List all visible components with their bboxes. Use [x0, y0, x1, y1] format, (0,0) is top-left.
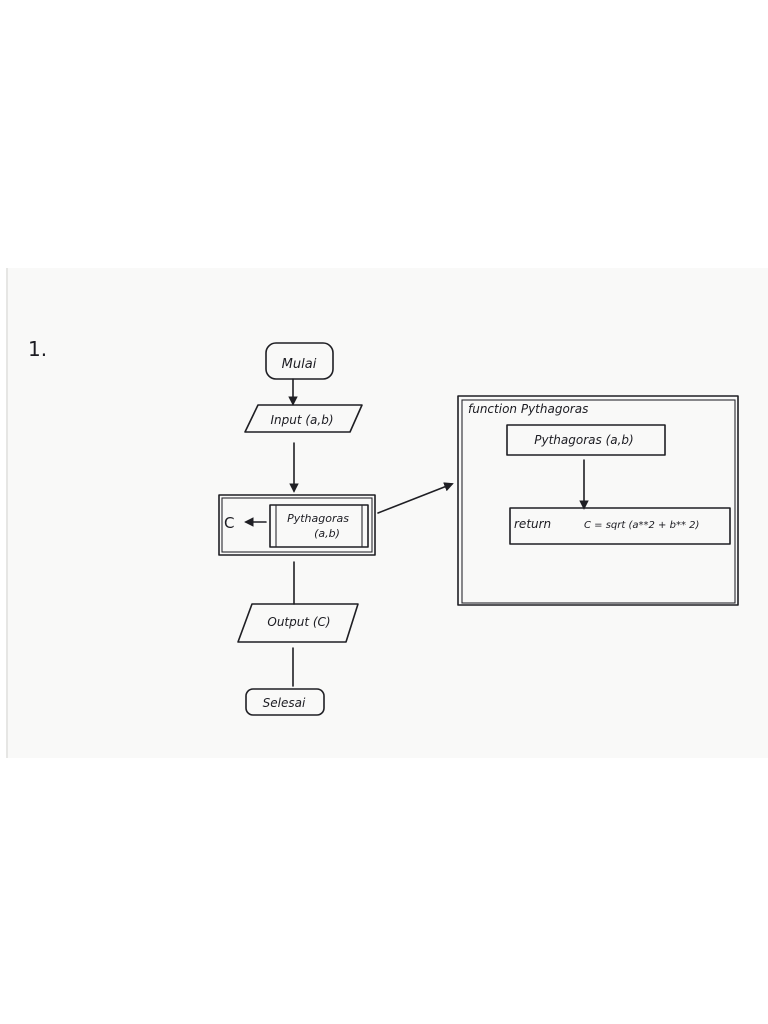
input-label: Input (a,b) [270, 413, 333, 427]
return-box [509, 507, 731, 545]
predefined-process-box [269, 504, 369, 548]
paper-sheet [6, 268, 768, 758]
function-definition-box: function Pythagoras Pythagoras (a,b) ret… [457, 395, 739, 606]
problem-number: 1. [28, 337, 47, 361]
return-keyword: return [514, 517, 551, 531]
end-label: Selesai [263, 696, 306, 710]
input-parallelogram: Input (a,b) [244, 404, 363, 433]
output-parallelogram: Output (C) [237, 603, 359, 643]
process-args: (a,b) [314, 527, 340, 540]
start-terminator: Mulai [265, 342, 334, 380]
function-header-box [506, 424, 666, 456]
function-header-label: Pythagoras (a,b) [534, 433, 633, 447]
process-name: Pythagoras [287, 512, 349, 525]
return-expression: C = sqrt (a**2 + b** 2) [584, 520, 699, 531]
output-label: Output (C) [267, 615, 330, 629]
start-label: Mulai [282, 357, 317, 372]
function-title: function Pythagoras [468, 402, 588, 416]
process-block: C Pythagoras (a,b) [218, 494, 376, 556]
process-output-var: C [224, 514, 234, 532]
connector-process-function [377, 482, 454, 514]
end-terminator: Selesai [245, 688, 325, 716]
